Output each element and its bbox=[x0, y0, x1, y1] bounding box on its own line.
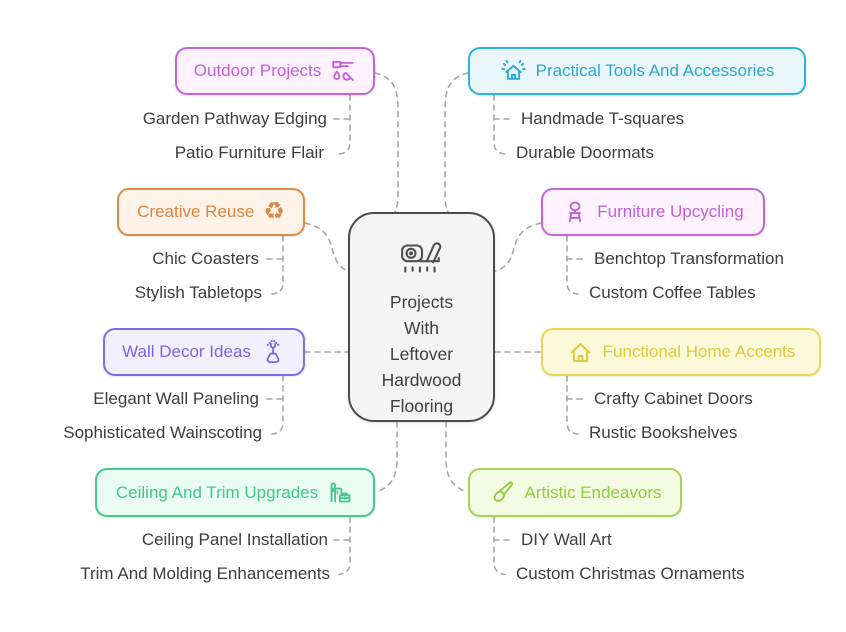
center-node-projects-with-leftover-hardwood-flooring[interactable]: Projects With Leftover Hardwood Flooring bbox=[348, 212, 495, 422]
node-creative-reuse[interactable]: Creative Reuse ♻ bbox=[117, 188, 305, 236]
child-crafty-cabinet-doors[interactable]: Crafty Cabinet Doors bbox=[594, 389, 753, 408]
node-outdoor-projects-label: Outdoor Projects bbox=[193, 61, 322, 80]
node-ceiling-and-trim-upgrades-label: Ceiling And Trim Upgrades bbox=[115, 482, 319, 502]
plumbing-tools-icon bbox=[330, 58, 356, 84]
connector-center-furniture bbox=[494, 222, 542, 272]
node-ceiling-and-trim-upgrades[interactable]: Ceiling And Trim Upgrades bbox=[95, 468, 375, 517]
connector-walldecor-children bbox=[271, 375, 284, 435]
child-handmade-t-squares[interactable]: Handmade T-squares bbox=[521, 109, 685, 128]
measure-design-icon bbox=[399, 236, 445, 283]
node-functional-home-accents-label: Functional Home Accents bbox=[602, 342, 796, 361]
child-benchtop-transformation[interactable]: Benchtop Transformation bbox=[594, 249, 784, 268]
node-wall-decor-ideas[interactable]: Wall Decor Ideas bbox=[103, 328, 305, 376]
child-sophisticated-wainscoting[interactable]: Sophisticated Wainscoting bbox=[63, 423, 262, 442]
node-artistic-endeavors-label: Artistic Endeavors bbox=[524, 482, 662, 502]
connector-center-creative bbox=[304, 222, 349, 272]
buildings-toolbox-icon bbox=[327, 479, 354, 506]
child-diy-wall-art[interactable]: DIY Wall Art bbox=[521, 530, 612, 549]
connector-center-outdoor bbox=[374, 72, 399, 213]
vase-flowers-icon bbox=[260, 339, 286, 365]
house-icon bbox=[567, 339, 594, 366]
connector-artistic-children bbox=[493, 516, 506, 576]
connector-creative-children bbox=[271, 235, 284, 295]
child-patio-furniture-flair[interactable]: Patio Furniture Flair bbox=[174, 143, 324, 162]
child-custom-coffee-tables[interactable]: Custom Coffee Tables bbox=[589, 283, 756, 302]
node-outdoor-projects[interactable]: Outdoor Projects bbox=[175, 47, 375, 95]
connector-outdoor-children bbox=[338, 94, 351, 155]
connector-functional-children bbox=[566, 375, 579, 435]
node-furniture-upcycling[interactable]: Furniture Upcycling bbox=[541, 188, 765, 236]
child-trim-and-molding-enhancements[interactable]: Trim And Molding Enhancements bbox=[80, 564, 330, 583]
node-artistic-endeavors[interactable]: Artistic Endeavors bbox=[468, 468, 682, 517]
child-rustic-bookshelves[interactable]: Rustic Bookshelves bbox=[589, 423, 738, 442]
paintbrush-icon bbox=[489, 479, 516, 506]
node-practical-tools-and-accessories[interactable]: Practical Tools And Accessories bbox=[468, 47, 806, 95]
node-furniture-upcycling-label: Furniture Upcycling bbox=[597, 202, 744, 221]
node-practical-tools-label: Practical Tools And Accessories bbox=[535, 61, 775, 80]
node-creative-reuse-label: Creative Reuse bbox=[137, 202, 255, 221]
child-elegant-wall-paneling[interactable]: Elegant Wall Paneling bbox=[93, 389, 259, 408]
connector-center-practical bbox=[444, 72, 469, 213]
child-custom-christmas-ornaments[interactable]: Custom Christmas Ornaments bbox=[516, 564, 745, 583]
connector-center-ceiling bbox=[375, 421, 398, 493]
home-sparkle-icon bbox=[500, 58, 527, 85]
child-chic-coasters[interactable]: Chic Coasters bbox=[152, 249, 259, 268]
chair-icon bbox=[562, 199, 588, 225]
child-garden-pathway-edging[interactable]: Garden Pathway Edging bbox=[142, 109, 327, 128]
center-node-label: Projects With Leftover Hardwood Flooring bbox=[381, 292, 462, 416]
node-functional-home-accents[interactable]: Functional Home Accents bbox=[541, 328, 821, 376]
connector-practical-children bbox=[493, 94, 506, 155]
connector-furniture-children bbox=[566, 235, 579, 295]
node-wall-decor-ideas-label: Wall Decor Ideas bbox=[122, 342, 251, 361]
connector-ceiling-children bbox=[338, 516, 351, 576]
recycle-icon: ♻ bbox=[263, 198, 285, 225]
connector-center-artistic bbox=[445, 421, 468, 493]
child-stylish-tabletops[interactable]: Stylish Tabletops bbox=[134, 283, 262, 302]
child-ceiling-panel-installation[interactable]: Ceiling Panel Installation bbox=[141, 530, 328, 549]
child-durable-doormats[interactable]: Durable Doormats bbox=[516, 143, 654, 162]
